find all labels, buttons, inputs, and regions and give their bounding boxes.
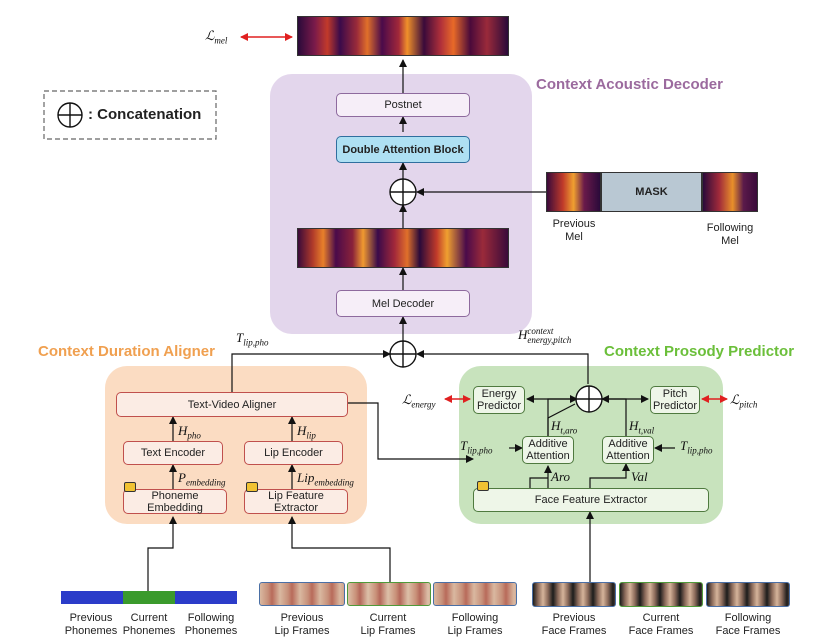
phoneme-embedding-box: Phoneme Embedding <box>123 489 227 514</box>
following-mel-caption: Following Mel <box>706 222 754 247</box>
h-pho-label: Hpho <box>178 423 201 441</box>
previous-mel-spectrogram <box>546 172 601 212</box>
current-face-frames <box>619 582 703 607</box>
lip-embedding-label: Lipembedding <box>297 470 354 488</box>
previous-mel-caption: Previous Mel <box>552 218 596 243</box>
current-lip-frames <box>347 582 431 606</box>
h-lip-label: Hlip <box>297 423 316 441</box>
t-lip-pho-right-label: Tlip,pho <box>680 438 713 456</box>
double-attention-block: Double Attention Block <box>336 136 470 163</box>
following-face-frames <box>706 582 790 607</box>
text-video-aligner-box: Text-Video Aligner <box>116 392 348 417</box>
decoder-mel-spectrogram <box>297 228 509 268</box>
mel-decoder-box: Mel Decoder <box>336 290 470 317</box>
val-label: Val <box>631 469 648 484</box>
context-acoustic-decoder-title: Context Acoustic Decoder <box>536 76 723 93</box>
text-encoder-box: Text Encoder <box>123 441 223 465</box>
p-embedding-label: Pembedding <box>178 470 226 488</box>
loss-energy-label: ℒenergy <box>402 392 436 410</box>
current-face-frames-caption: Current Face Frames <box>628 612 694 637</box>
h-t-aro-label: Ht,aro <box>551 418 578 436</box>
t-lip-pho-top-label: Tlip,pho <box>236 330 269 348</box>
lip-encoder-box: Lip Encoder <box>244 441 343 465</box>
previous-face-frames-caption: Previous Face Frames <box>541 612 607 637</box>
context-prosody-predictor-title: Context Prosody Predictor <box>604 343 795 360</box>
h-t-val-label: Ht,val <box>629 418 655 436</box>
lock-icon <box>477 481 489 491</box>
current-phonemes-strip <box>123 591 175 604</box>
following-face-frames-caption: Following Face Frames <box>715 612 781 637</box>
t-lip-pho-left-label: Tlip,pho <box>460 438 493 456</box>
current-lip-frames-caption: Current Lip Frames <box>360 612 416 637</box>
lock-icon <box>124 482 136 492</box>
legend-label: : Concatenation <box>88 106 202 123</box>
output-mel-spectrogram <box>297 16 509 56</box>
mask-block: MASK <box>601 172 702 212</box>
loss-mel-label: ℒmel <box>205 28 228 46</box>
concat-circle-prosody <box>575 385 603 413</box>
face-feature-extractor-box: Face Feature Extractor <box>473 488 709 512</box>
following-phonemes-strip <box>175 591 237 604</box>
lock-icon <box>246 482 258 492</box>
previous-face-frames <box>532 582 616 607</box>
additive-attention-aro-box: Additive Attention <box>522 436 574 464</box>
aro-label: Aro <box>551 469 571 484</box>
context-duration-aligner-title: Context Duration Aligner <box>38 343 215 360</box>
lip-feature-extractor-box: Lip Feature Extractor <box>244 489 348 514</box>
following-phonemes-caption: Following Phonemes <box>184 612 238 637</box>
previous-phonemes-strip <box>61 591 123 604</box>
previous-phonemes-caption: Previous Phonemes <box>64 612 118 637</box>
following-mel-spectrogram <box>702 172 758 212</box>
concat-legend-icon <box>57 102 83 128</box>
following-lip-frames <box>433 582 517 606</box>
energy-predictor-box: Energy Predictor <box>473 386 525 414</box>
postnet-box: Postnet <box>336 93 470 117</box>
concat-circle-top <box>389 178 417 206</box>
concat-circle-middle <box>389 340 417 368</box>
current-phonemes-caption: Current Phonemes <box>122 612 176 637</box>
previous-lip-frames <box>259 582 345 606</box>
pitch-predictor-box: Pitch Predictor <box>650 386 700 414</box>
loss-pitch-label: ℒpitch <box>730 392 758 410</box>
additive-attention-val-box: Additive Attention <box>602 436 654 464</box>
previous-lip-frames-caption: Previous Lip Frames <box>274 612 330 637</box>
following-lip-frames-caption: Following Lip Frames <box>447 612 503 637</box>
